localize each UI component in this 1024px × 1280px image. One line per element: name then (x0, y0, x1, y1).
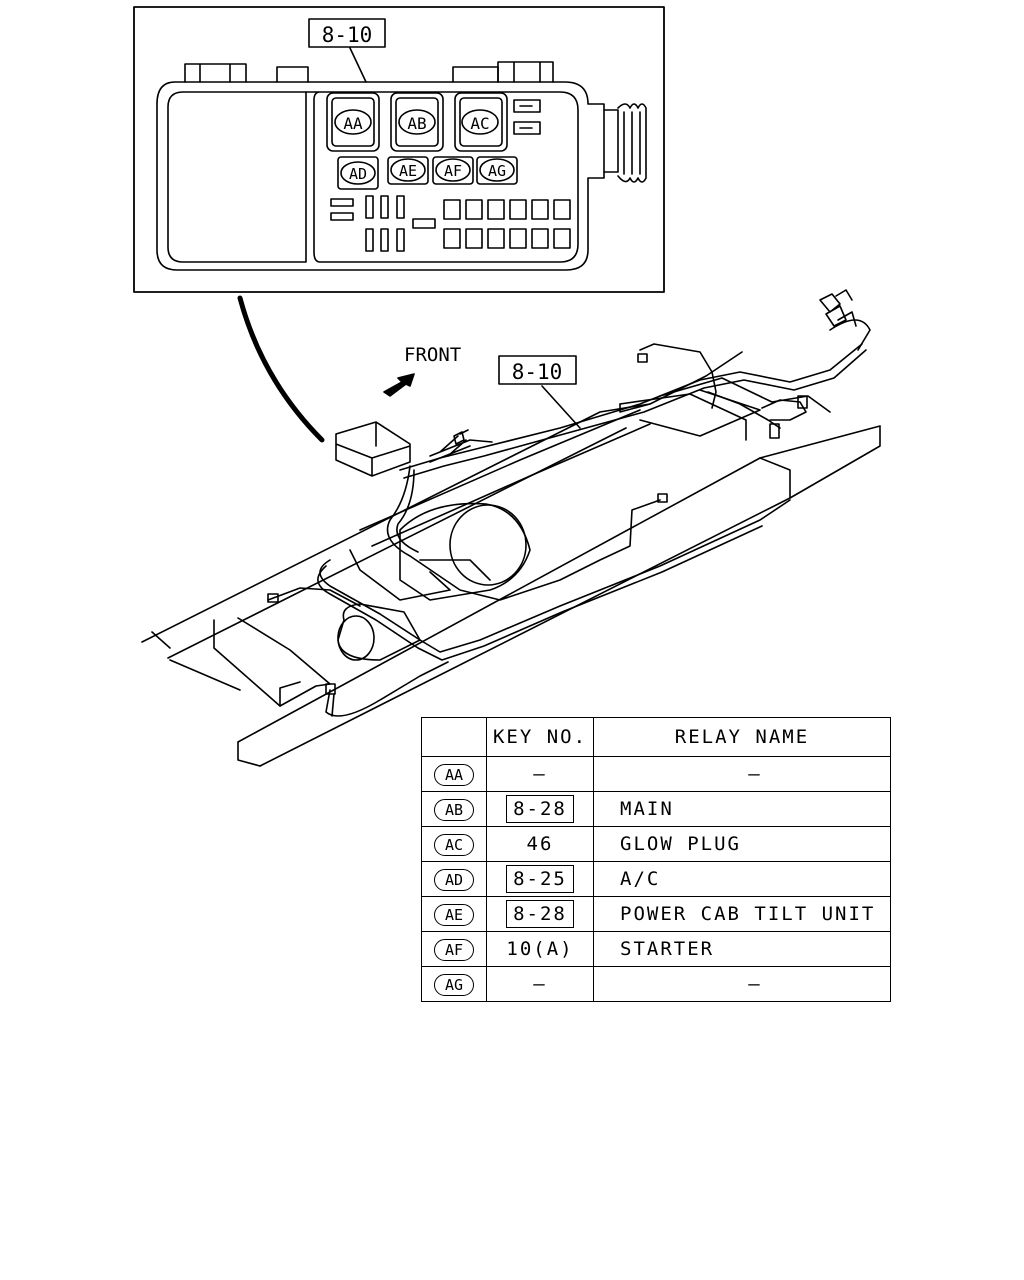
relay-AG-label: AG (488, 162, 506, 180)
table-row: AE 8-28 POWER CAB TILT UNIT (421, 896, 891, 932)
relay-code-cell: AC (421, 826, 487, 862)
front-arrow-icon (383, 373, 415, 397)
key-no-cell: 8-28 (486, 896, 594, 932)
relay-code-cell: AB (421, 791, 487, 827)
header-code (421, 717, 487, 757)
inset-callout-box (308, 18, 386, 48)
main-callout-label: 8-10 (512, 360, 563, 384)
key-no-cell: — (486, 756, 594, 792)
key-no-cell: 8-28 (486, 791, 594, 827)
relay-code-cell: AF (421, 931, 487, 967)
inset-callout-label: 8-10 (322, 23, 373, 47)
relay-code-cell: AG (421, 966, 487, 1002)
key-no-cell: — (486, 966, 594, 1002)
relay-name-cell: — (593, 756, 891, 792)
relay-table: KEY NO. RELAY NAME AA — — AB 8-28 MAIN AC 46 GLO… (421, 717, 891, 1002)
key-no-value: — (533, 973, 547, 995)
relay-code-badge: AE (434, 903, 474, 926)
chassis-harness-drawing: FRONT 8-10 (141, 289, 881, 767)
table-row: AF 10(A) STARTER (421, 931, 891, 967)
relay-code-badge: AC (434, 833, 474, 856)
relay-code-badge: AA (434, 763, 474, 786)
relay-AE-label: AE (399, 162, 417, 180)
main-callout-box (498, 355, 577, 385)
relay-code-badge: AB (434, 798, 474, 821)
relay-code-cell: AE (421, 896, 487, 932)
relay-name-cell: STARTER (593, 931, 891, 967)
key-no-value: — (533, 763, 547, 785)
relay-code-cell: AD (421, 861, 487, 897)
table-header-row: KEY NO. RELAY NAME (421, 717, 891, 757)
key-no-value: 8-28 (506, 900, 574, 928)
relay-code-badge: AF (434, 938, 474, 961)
table-row: AD 8-25 A/C (421, 861, 891, 897)
key-no-cell: 8-25 (486, 861, 594, 897)
table-row: AC 46 GLOW PLUG (421, 826, 891, 862)
key-no-value: 10(A) (506, 938, 574, 960)
relay-AF-label: AF (444, 162, 462, 180)
relay-name-cell: A/C (593, 861, 891, 897)
relay-name-cell: POWER CAB TILT UNIT (593, 896, 891, 932)
key-no-value: 8-28 (506, 795, 574, 823)
relay-AA-label: AA (343, 114, 363, 133)
header-key-no: KEY NO. (486, 717, 594, 757)
header-relay-name: RELAY NAME (593, 717, 891, 757)
relay-code-badge: AG (434, 973, 474, 996)
key-no-cell: 46 (486, 826, 594, 862)
relay-rows: AA — — AB 8-28 MAIN AC 46 GLOW PLUG AD 8-25 A/C AE 8-… (421, 756, 891, 1002)
table-row: AB 8-28 MAIN (421, 791, 891, 827)
front-label: FRONT (404, 344, 461, 366)
key-no-value: 46 (526, 833, 554, 855)
relay-AD-label: AD (349, 165, 367, 183)
relay-AB-label: AB (407, 114, 426, 133)
relay-code-badge: AD (434, 868, 474, 891)
relay-AC-label: AC (470, 114, 489, 133)
table-row: AG — — (421, 966, 891, 1002)
relay-box-inset: 8-10 AA AB AC AD (133, 6, 665, 293)
relay-name-cell: — (593, 966, 891, 1002)
relay-name-cell: GLOW PLUG (593, 826, 891, 862)
key-no-cell: 10(A) (486, 931, 594, 967)
key-no-value: 8-25 (506, 865, 574, 893)
table-row: AA — — (421, 756, 891, 792)
relay-code-cell: AA (421, 756, 487, 792)
relay-name-cell: MAIN (593, 791, 891, 827)
